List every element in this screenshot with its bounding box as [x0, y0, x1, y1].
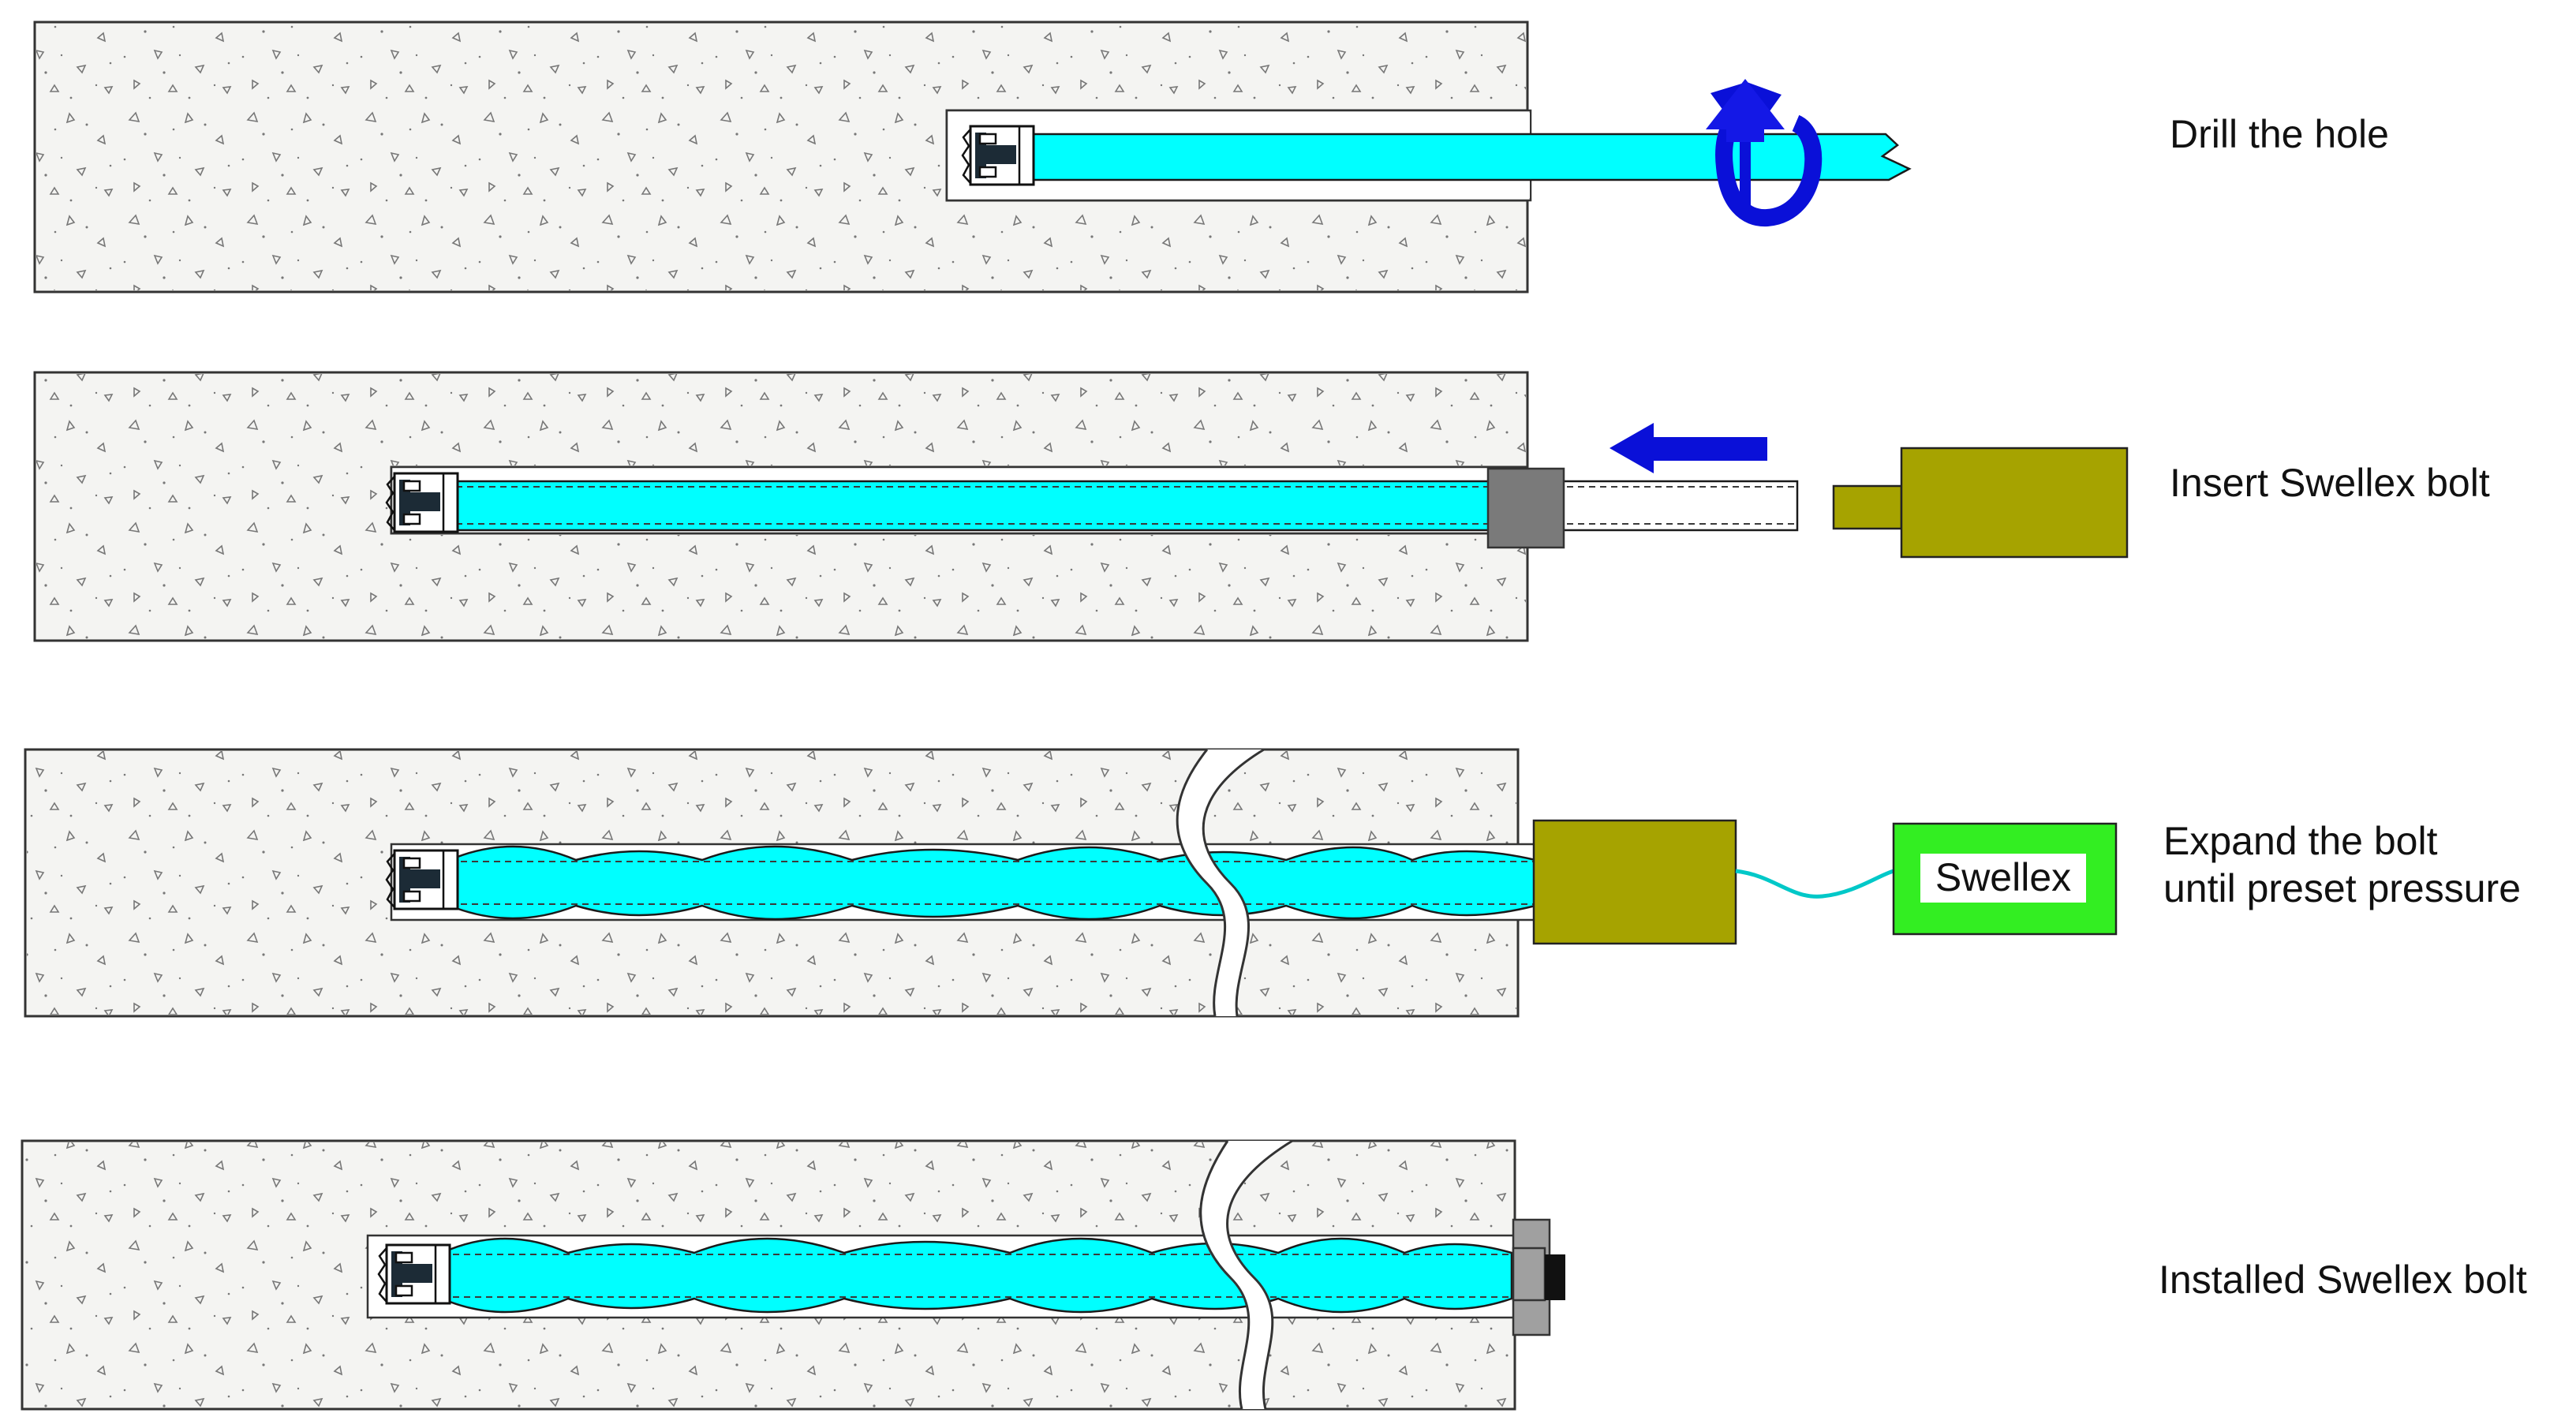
rotation-arrow-head	[1706, 79, 1785, 142]
step-expand: Swellex	[24, 748, 2118, 1018]
drill-rod	[1028, 133, 1912, 181]
swellex-pump: Swellex	[1892, 822, 2118, 936]
expanded-bolt	[447, 845, 1537, 921]
step-label-drill: Drill the hole	[2170, 112, 2389, 156]
pump-label: Swellex	[1935, 855, 2071, 899]
left-arrow-icon	[1610, 423, 1767, 473]
step-insert	[33, 371, 2129, 642]
chuck-stub	[1832, 484, 1903, 530]
step-label-expand: Expand the bolt until preset pressure	[2163, 817, 2521, 912]
installation-chuck	[1900, 447, 2129, 559]
section-break-expand	[1176, 748, 1265, 1017]
step-label-installed: Installed Swellex bolt	[2159, 1258, 2527, 1302]
bolt-end-cap	[1545, 1254, 1565, 1300]
installation-chuck	[1532, 819, 1737, 945]
rock-texture-drill	[36, 24, 1526, 290]
section-break-installed	[1199, 1139, 1293, 1410]
step-label-expand-line-2: until preset pressure	[2163, 866, 2522, 910]
step-installed	[21, 1139, 1565, 1411]
step-drill	[33, 21, 1912, 293]
bolt-sleeve	[1486, 467, 1565, 549]
drill-bit-icon	[961, 125, 1035, 186]
bolt-tube-in-hole	[454, 480, 1491, 532]
bolt-end-washer	[1512, 1247, 1546, 1302]
step-label-expand-line-1: Expand the bolt	[2163, 819, 2438, 863]
pressure-hose	[1735, 869, 1894, 899]
installed-bolt	[440, 1237, 1513, 1314]
drill-bit-icon	[385, 849, 459, 910]
pump-label-panel	[1920, 854, 2086, 903]
drill-bit-icon	[377, 1243, 451, 1305]
step-label-insert: Insert Swellex bolt	[2170, 461, 2490, 505]
drill-bit-icon	[385, 472, 459, 533]
